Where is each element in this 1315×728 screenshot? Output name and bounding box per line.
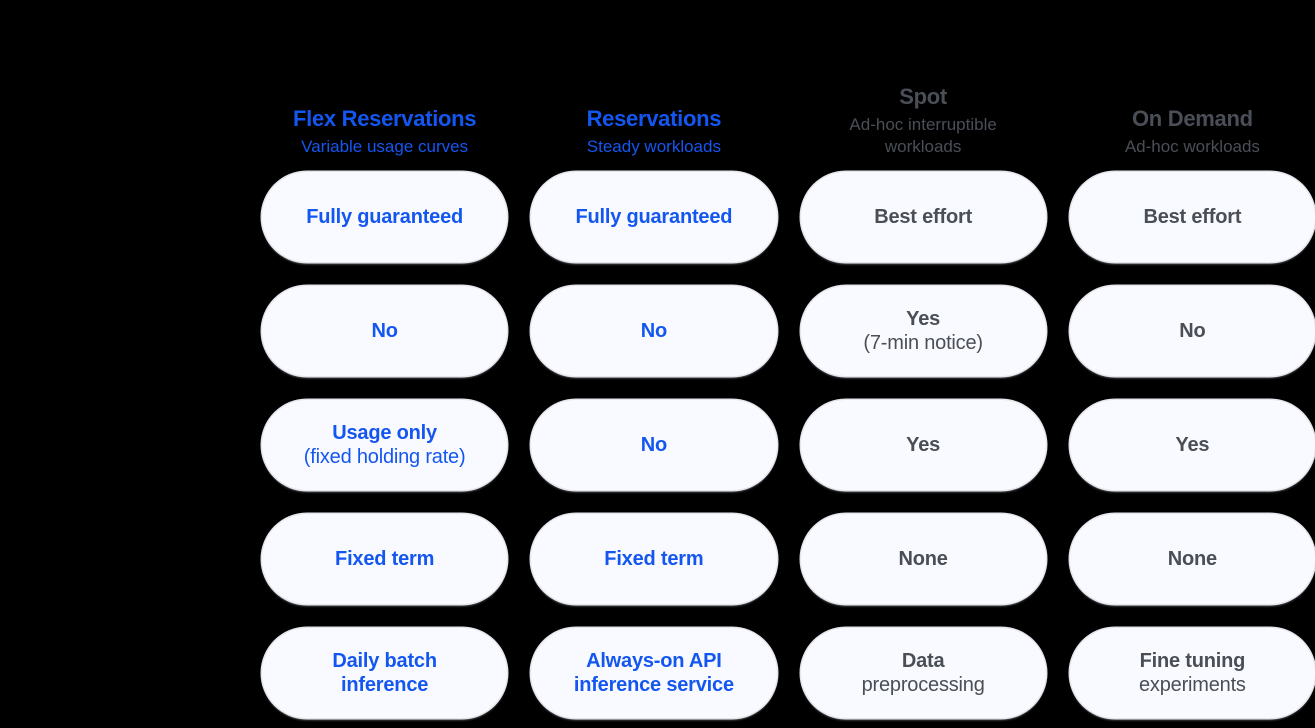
cell-primary-text: Fine tuning: [1139, 649, 1246, 672]
matrix-cell-capacity-assurance: Best effort: [800, 172, 1046, 262]
cell-secondary-text: (7-min notice): [863, 332, 983, 354]
cell-primary-text: No: [640, 433, 667, 456]
matrix-cell-usage-based-billing: Yes: [800, 400, 1046, 490]
cell-primary-text: Fixed term: [335, 547, 435, 570]
cell-primary-text: Yes: [906, 433, 941, 456]
column-subtitle: Steady workloads: [586, 136, 721, 156]
column-title: Reservations: [586, 106, 722, 132]
cell-primary-text: None: [1167, 547, 1217, 570]
cell-primary-text: No: [640, 319, 667, 342]
cell-primary-text: None: [898, 547, 948, 570]
matrix-cell-capacity-assurance: Best effort: [1069, 172, 1315, 262]
matrix-cell-preemptible: Yes(7-min notice): [800, 286, 1046, 376]
cell-primary-text: Fully guaranteed: [306, 205, 464, 228]
column-title: Spot: [899, 83, 947, 109]
cell-primary-text: Yes: [906, 307, 941, 330]
cell-primary-text: Fixed term: [604, 547, 704, 570]
column-subtitle: Ad-hoc workloads: [1124, 136, 1260, 156]
cell-primary-text: No: [1179, 319, 1206, 342]
cell-secondary-text: preprocessing: [861, 674, 985, 696]
matrix-cell-commitment: Fixed term: [531, 514, 777, 604]
column-title: Flex Reservations: [293, 106, 477, 132]
cell-primary-text: Fully guaranteed: [575, 205, 733, 228]
matrix-cell-preemptible: No: [531, 286, 777, 376]
matrix-cell-usage-based-billing: No: [531, 400, 777, 490]
matrix-cell-preemptible: No: [262, 286, 508, 376]
matrix-cell-commitment: Fixed term: [262, 514, 508, 604]
matrix-cell-capacity-assurance: Fully guaranteed: [262, 172, 508, 262]
cell-secondary-text: (fixed holding rate): [303, 446, 466, 468]
matrix-cell-commitment: None: [800, 514, 1046, 604]
matrix-cell-preemptible: No: [1069, 286, 1315, 376]
cell-secondary-text: inference service: [573, 674, 734, 696]
column-subtitle: Variable usage curves: [301, 136, 469, 156]
matrix-cell-usage-based-billing: Usage only(fixed holding rate): [262, 400, 508, 490]
cell-primary-text: Yes: [1175, 433, 1210, 456]
cell-primary-text: No: [371, 319, 398, 342]
matrix-cell-commitment: None: [1069, 514, 1315, 604]
cell-secondary-text: experiments: [1139, 674, 1246, 696]
cell-primary-text: Data: [901, 649, 945, 672]
cell-primary-text: Best effort: [1143, 205, 1242, 228]
cell-primary-text: Usage only: [332, 421, 437, 444]
cell-primary-text: Best effort: [874, 205, 973, 228]
cell-secondary-text: inference: [341, 674, 429, 696]
column-title: On Demand: [1131, 106, 1253, 132]
cell-primary-text: Always-on API: [586, 649, 722, 672]
matrix-cell-capacity-assurance: Fully guaranteed: [531, 172, 777, 262]
matrix-cell-usage-based-billing: Yes: [1069, 400, 1315, 490]
column-subtitle: Ad-hoc interruptible workloads: [849, 114, 997, 156]
cell-primary-text: Daily batch: [332, 649, 437, 672]
